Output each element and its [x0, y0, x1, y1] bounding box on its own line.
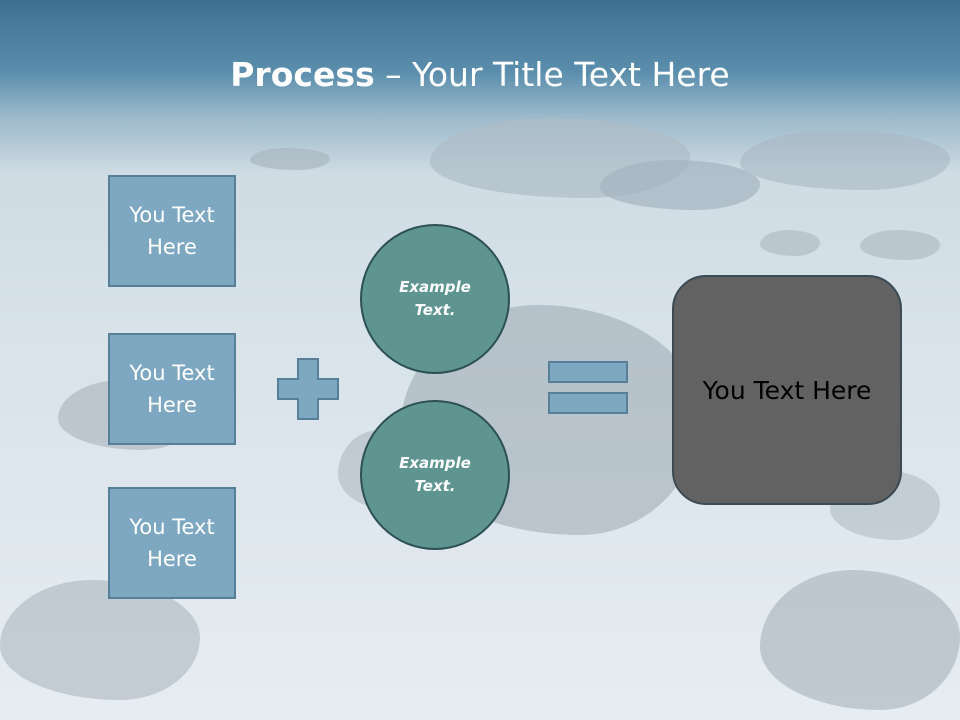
background-rock — [860, 230, 940, 260]
input-box-label: You Text Here — [129, 361, 215, 417]
example-circle-1[interactable]: Example Text. — [360, 224, 510, 374]
equals-icon — [548, 361, 628, 414]
plus-icon — [277, 358, 339, 420]
example-circle-label: Example Text. — [399, 454, 471, 495]
input-box-2[interactable]: You Text Here — [108, 333, 236, 445]
result-box-label: You Text Here — [702, 375, 872, 405]
input-box-label: You Text Here — [129, 203, 215, 259]
example-circle-label: Example Text. — [399, 278, 471, 319]
slide-title-bold: Process — [230, 55, 375, 94]
result-box[interactable]: You Text Here — [672, 275, 902, 505]
example-circle-2[interactable]: Example Text. — [360, 400, 510, 550]
background-rock — [760, 570, 960, 710]
slide-title-rest: – Your Title Text Here — [374, 55, 730, 94]
background-rock — [760, 230, 820, 256]
background-rock — [0, 580, 200, 700]
input-box-1[interactable]: You Text Here — [108, 175, 236, 287]
slide-title: Process – Your Title Text Here — [0, 52, 960, 98]
input-box-label: You Text Here — [129, 515, 215, 571]
background-rock — [600, 160, 760, 210]
input-box-3[interactable]: You Text Here — [108, 487, 236, 599]
background-rock — [740, 130, 950, 190]
background-rock — [250, 148, 330, 170]
